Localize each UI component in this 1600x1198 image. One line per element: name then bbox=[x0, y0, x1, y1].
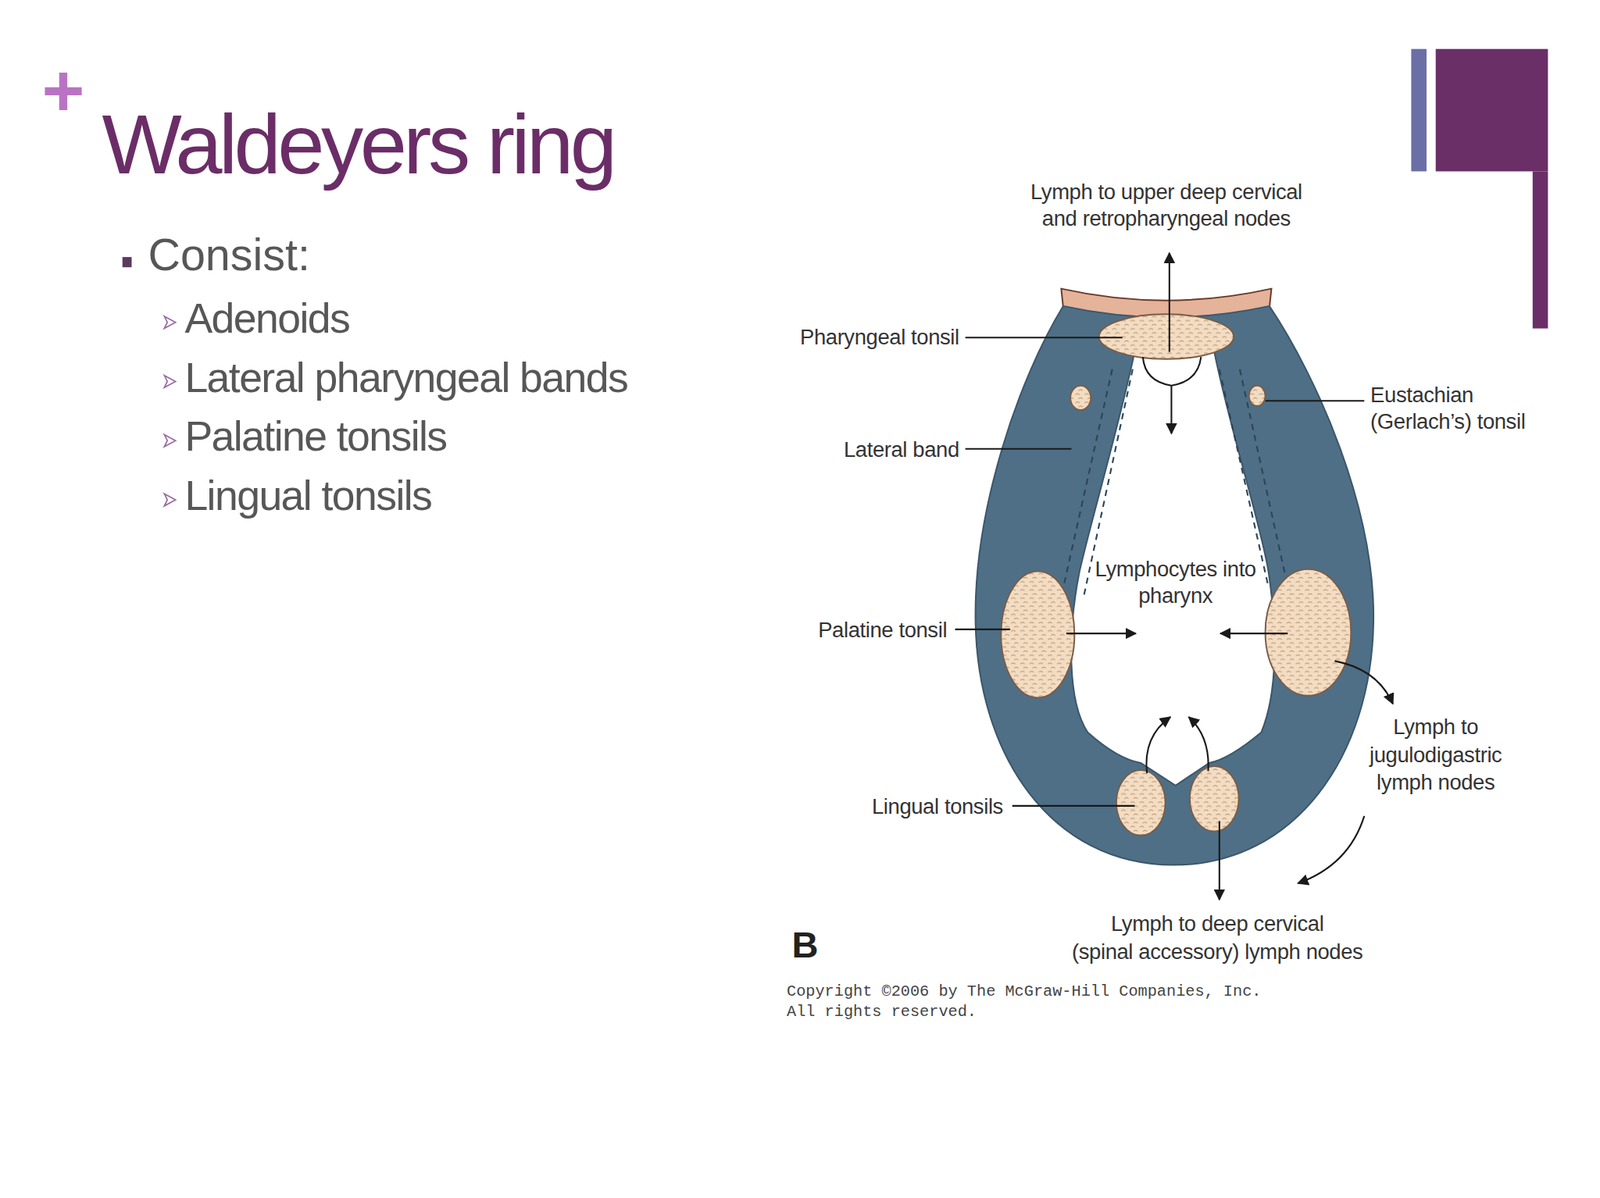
dashed-line bbox=[1219, 369, 1269, 587]
palatine-tonsil bbox=[1000, 571, 1075, 698]
pharyngeal-tonsil bbox=[1099, 314, 1234, 359]
template-plus: + bbox=[42, 53, 86, 127]
pharynx-wall bbox=[975, 306, 1375, 866]
flow-arrow bbox=[1220, 632, 1288, 635]
deco-bar bbox=[1532, 171, 1549, 329]
part-label: Lingual tonsils bbox=[799, 793, 1004, 821]
flow-arrows bbox=[1066, 253, 1393, 900]
flow-arrow bbox=[1168, 253, 1171, 353]
bullet-item: Adenoids bbox=[184, 297, 350, 340]
eustachian-tonsil bbox=[1249, 385, 1266, 407]
lingual-tonsil bbox=[1189, 766, 1240, 833]
bullet-item: Palatine tonsils bbox=[184, 416, 447, 459]
bullet-arrow bbox=[164, 316, 175, 329]
flow-arrow bbox=[1170, 385, 1172, 434]
part-label: Lateral band bbox=[755, 436, 960, 464]
bullet-square bbox=[122, 257, 133, 268]
leader-line bbox=[965, 336, 1123, 339]
flow-arrow bbox=[1297, 816, 1365, 884]
flow-arrow bbox=[1189, 717, 1209, 772]
palatine-tonsil bbox=[1265, 569, 1352, 697]
slide-title: Waldeyers ring bbox=[102, 102, 615, 187]
bullet-arrow bbox=[164, 375, 175, 389]
flow-arrow bbox=[1334, 660, 1393, 704]
flow-curve bbox=[1142, 357, 1201, 386]
flow-arrow bbox=[1218, 821, 1221, 900]
part-label: Palatine tonsil bbox=[742, 617, 947, 644]
leader-line bbox=[965, 448, 1072, 450]
deco-bar bbox=[1410, 49, 1427, 172]
part-label: Eustachian (Gerlach’s) tonsil bbox=[1370, 381, 1550, 435]
deco-block bbox=[1435, 49, 1549, 172]
figure-letter: B bbox=[792, 925, 819, 967]
bullet-arrow bbox=[164, 434, 175, 447]
leader-line bbox=[1012, 805, 1136, 808]
leader-line bbox=[1265, 400, 1365, 402]
copyright-note: Copyright ©2006 by The McGraw-Hill Compa… bbox=[786, 981, 1287, 1022]
drainage-label: Lymph to jugulodigastric lymph nodes bbox=[1360, 713, 1511, 797]
flow-arrow bbox=[1066, 632, 1136, 635]
drainage-label: Lymph to deep cervical (spinal accessory… bbox=[1064, 910, 1371, 966]
part-label: Pharyngeal tonsil bbox=[755, 324, 960, 351]
drainage-label: Lymph to upper deep cervical and retroph… bbox=[1021, 178, 1311, 233]
dashed-line bbox=[1239, 369, 1288, 587]
flow-arrow bbox=[1146, 717, 1171, 774]
label-wrap: Lymph to deep cervical (spinal accessory… bbox=[1064, 910, 1371, 966]
bullet-item: Lingual tonsils bbox=[184, 475, 432, 518]
lingual-tonsil bbox=[1116, 770, 1166, 836]
leader-line bbox=[955, 628, 1011, 631]
leader-lines bbox=[955, 337, 1365, 807]
bullet-item: Lateral pharyngeal bands bbox=[184, 357, 628, 400]
eustachian-tonsil bbox=[1070, 385, 1091, 411]
bullet-heading: Consist: bbox=[147, 232, 311, 278]
tonsils bbox=[1000, 314, 1351, 836]
bullet-arrow bbox=[164, 493, 175, 507]
flow-label: Lymphocytes into pharynx bbox=[1083, 556, 1268, 610]
